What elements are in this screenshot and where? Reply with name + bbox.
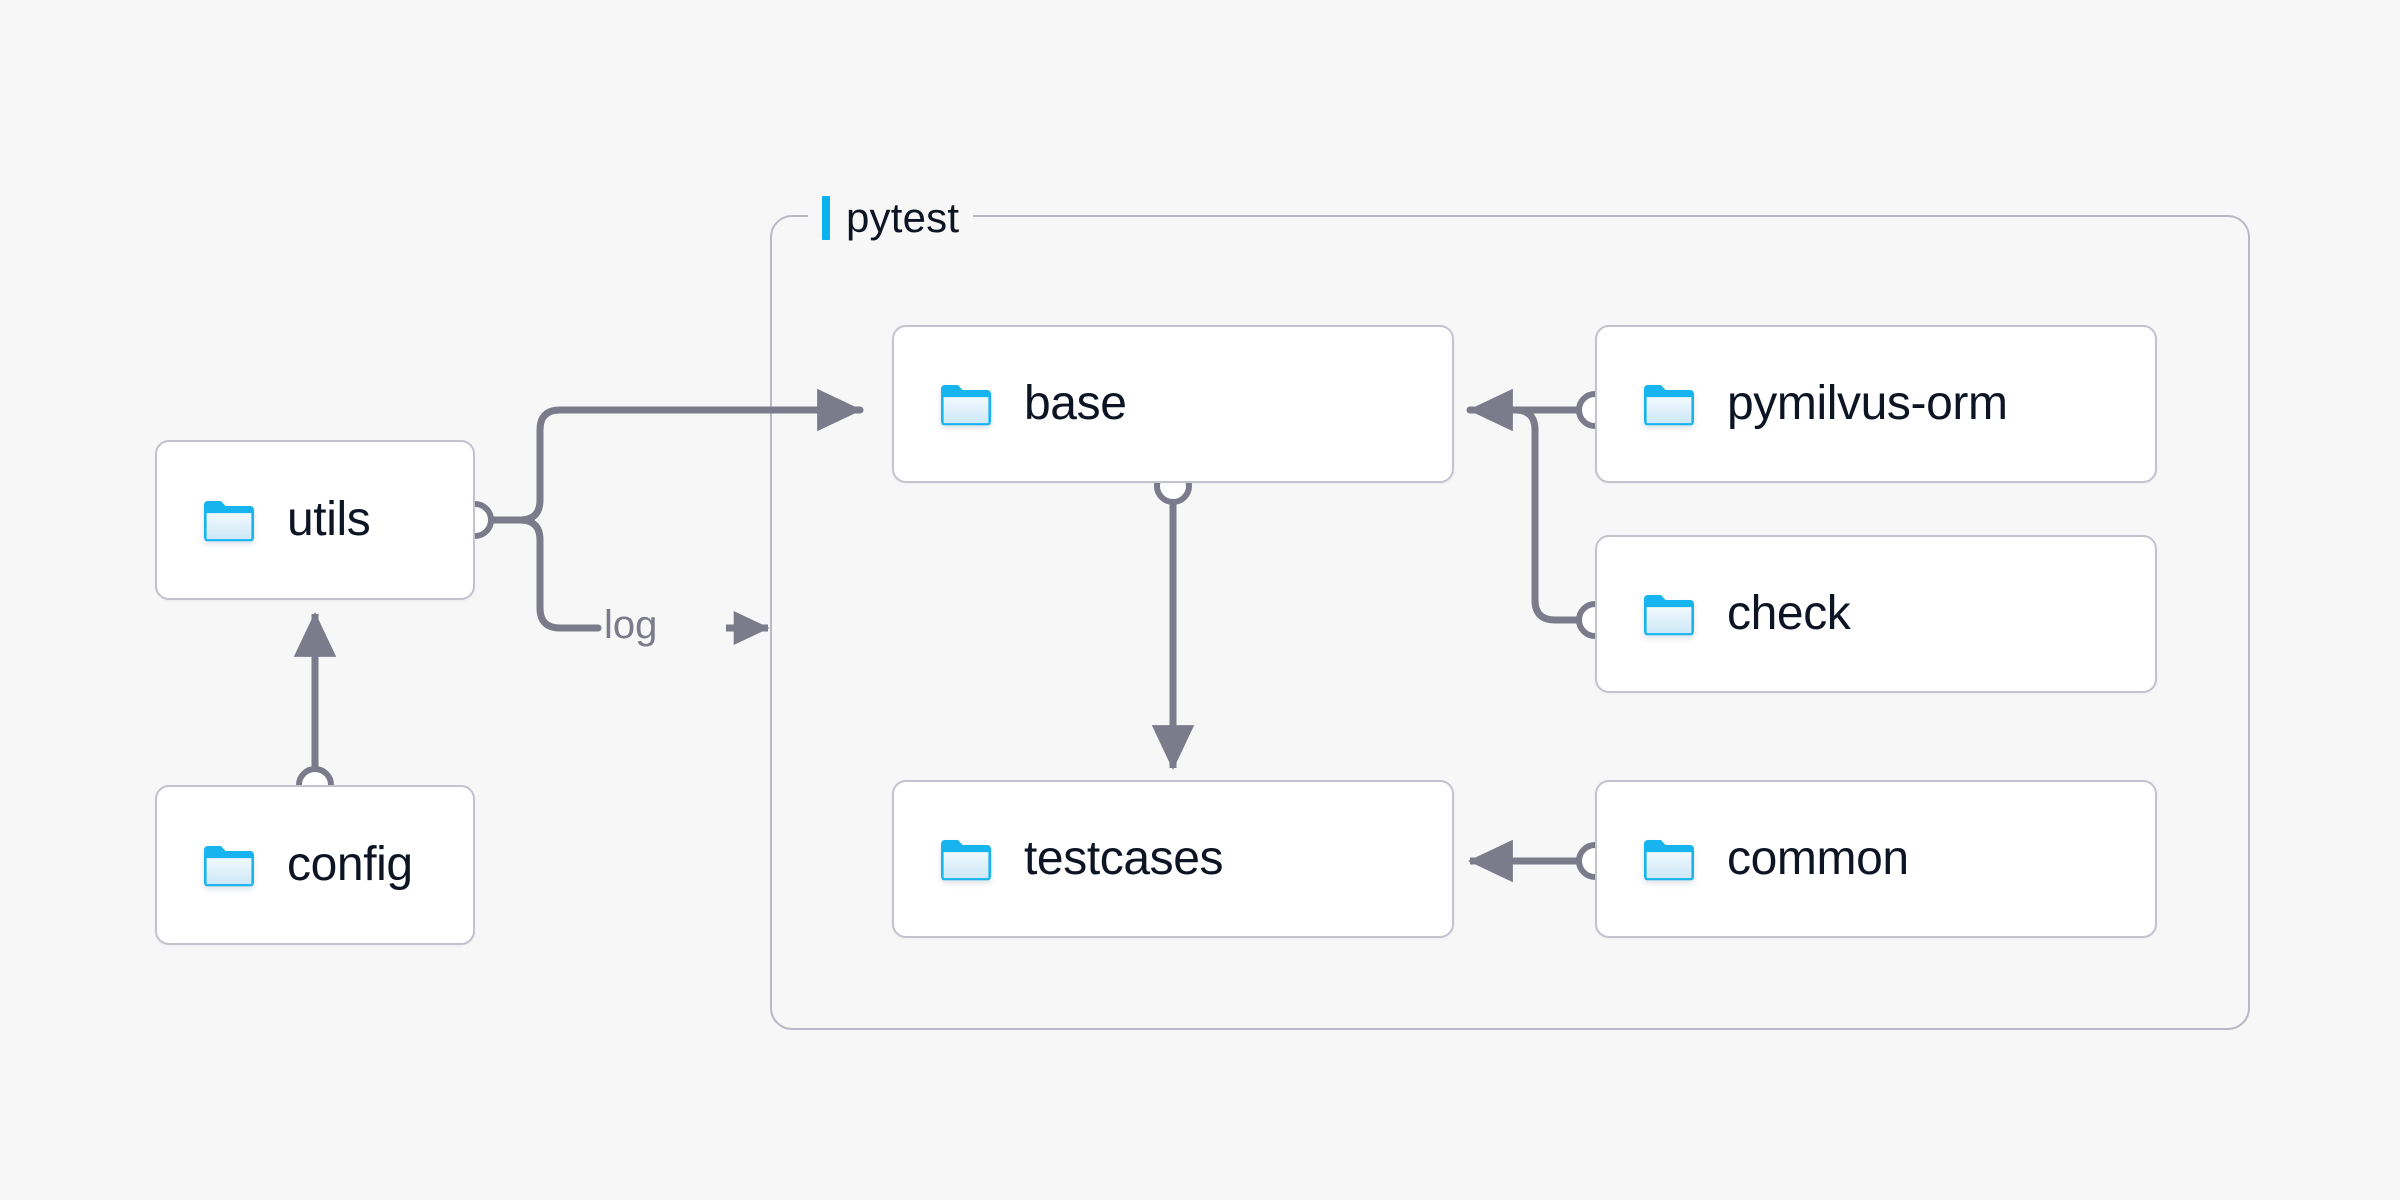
folder-icon [941, 385, 991, 426]
node-check-label: check [1727, 587, 1851, 640]
node-common-label: common [1727, 832, 1909, 885]
node-common[interactable]: common [1595, 780, 2157, 938]
node-pymilvus-orm[interactable]: pymilvus-orm [1595, 325, 2157, 483]
node-utils-label: utils [287, 493, 371, 546]
node-config-label: config [287, 838, 413, 891]
node-base-label: base [1024, 377, 1127, 430]
folder-icon [1644, 595, 1694, 636]
node-base[interactable]: base [892, 325, 1454, 483]
node-testcases[interactable]: testcases [892, 780, 1454, 938]
folder-icon [1644, 385, 1694, 426]
group-pytest-label: pytest [808, 192, 974, 244]
folder-icon [204, 501, 254, 542]
node-testcases-label: testcases [1024, 832, 1224, 885]
node-pymilvus-orm-label: pymilvus-orm [1727, 377, 2008, 430]
node-config[interactable]: config [155, 785, 475, 945]
group-pytest-title: pytest [846, 194, 960, 241]
folder-icon [941, 840, 991, 881]
node-utils[interactable]: utils [155, 440, 475, 600]
node-check[interactable]: check [1595, 535, 2157, 693]
group-pytest[interactable] [770, 215, 2250, 1030]
accent-bar-icon [822, 196, 830, 240]
folder-icon [204, 846, 254, 887]
edge-label-log: log [604, 603, 658, 647]
folder-icon [1644, 840, 1694, 881]
